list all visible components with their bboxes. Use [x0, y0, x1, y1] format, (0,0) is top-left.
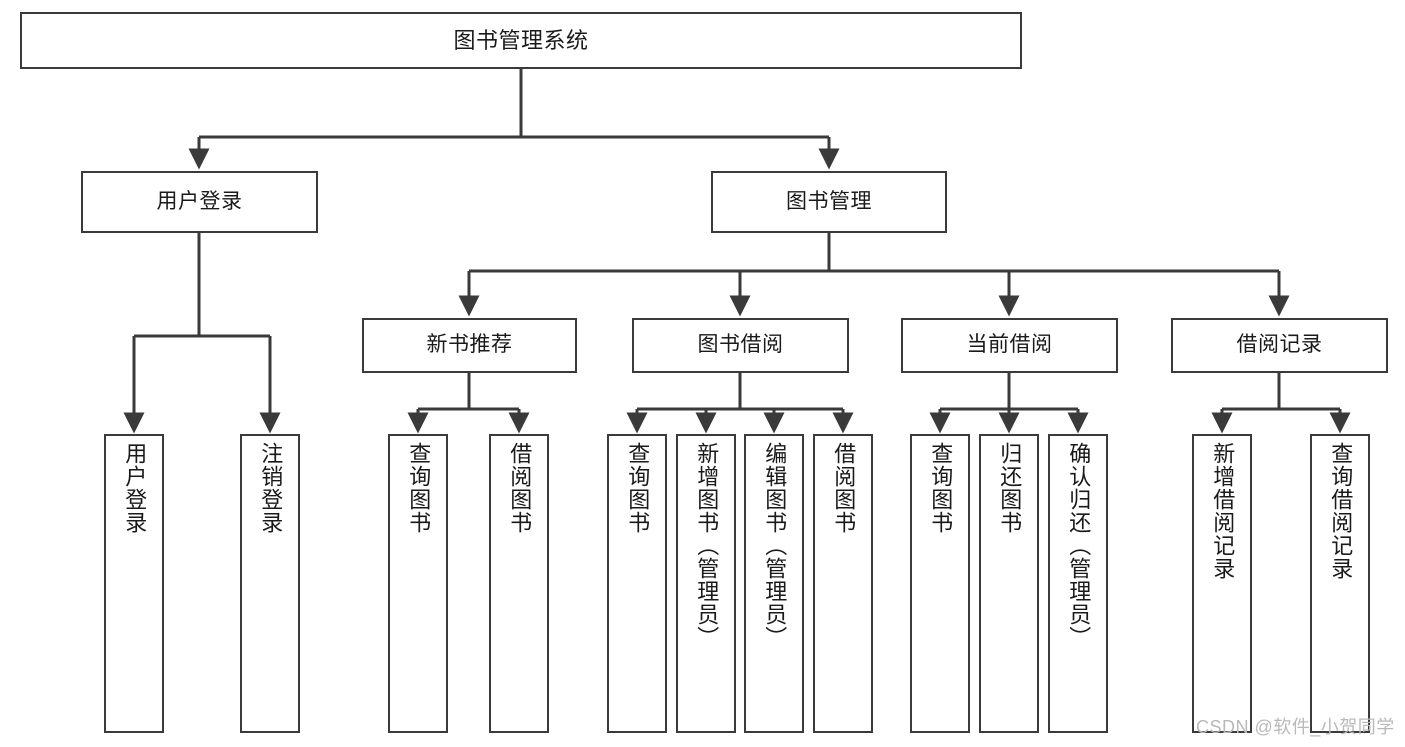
node-leaf-current-borrow-1-label: 归还图书 [997, 442, 1023, 534]
node-leaf-new-book-0-label: 查询图书 [406, 442, 432, 534]
node-current-borrow[interactable]: 当前借阅 [901, 318, 1118, 373]
node-book-management-label: 图书管理 [786, 189, 872, 213]
node-leaf-user-login-0-label: 用户登录 [122, 442, 148, 534]
node-leaf-book-borrow-0-label: 查询图书 [625, 442, 651, 534]
node-leaf-new-book-1[interactable]: 借阅图书 [489, 434, 549, 733]
node-book-borrow-label: 图书借阅 [697, 333, 784, 357]
node-leaf-user-login-0[interactable]: 用户登录 [104, 434, 164, 733]
node-leaf-user-login-1-label: 注销登录 [258, 442, 284, 534]
node-leaf-book-borrow-1[interactable]: 新增图书（管理员） [676, 434, 736, 733]
node-root-system-label: 图书管理系统 [453, 27, 589, 53]
node-leaf-book-borrow-3-label: 借阅图书 [831, 442, 857, 534]
node-book-borrow[interactable]: 图书借阅 [632, 318, 849, 373]
node-borrow-record[interactable]: 借阅记录 [1171, 318, 1388, 373]
node-leaf-borrow-record-0-label: 新增借阅记录 [1210, 442, 1236, 580]
node-leaf-borrow-record-0[interactable]: 新增借阅记录 [1192, 434, 1252, 733]
node-leaf-book-borrow-1-label: 新增图书（管理员） [694, 442, 720, 649]
node-leaf-book-borrow-2[interactable]: 编辑图书（管理员） [744, 434, 804, 733]
node-new-book-recommend[interactable]: 新书推荐 [362, 318, 577, 373]
node-root-system[interactable]: 图书管理系统 [20, 12, 1022, 69]
node-leaf-current-borrow-2[interactable]: 确认归还（管理员） [1048, 434, 1108, 733]
node-leaf-current-borrow-1[interactable]: 归还图书 [979, 434, 1039, 733]
node-leaf-current-borrow-0-label: 查询图书 [928, 442, 954, 534]
node-leaf-current-borrow-2-label: 确认归还（管理员） [1066, 442, 1092, 649]
node-borrow-record-label: 借阅记录 [1236, 333, 1323, 357]
node-leaf-new-book-0[interactable]: 查询图书 [388, 434, 448, 733]
node-leaf-borrow-record-1[interactable]: 查询借阅记录 [1310, 434, 1370, 733]
node-leaf-book-borrow-0[interactable]: 查询图书 [607, 434, 667, 733]
node-leaf-borrow-record-1-label: 查询借阅记录 [1328, 442, 1354, 580]
node-leaf-book-borrow-2-label: 编辑图书（管理员） [762, 442, 788, 649]
node-leaf-book-borrow-3[interactable]: 借阅图书 [813, 434, 873, 733]
node-leaf-user-login-1[interactable]: 注销登录 [240, 434, 300, 733]
node-user-login-label: 用户登录 [156, 189, 243, 213]
node-leaf-new-book-1-label: 借阅图书 [507, 442, 533, 534]
node-book-management[interactable]: 图书管理 [711, 171, 947, 233]
node-current-borrow-label: 当前借阅 [966, 333, 1053, 357]
node-user-login[interactable]: 用户登录 [81, 171, 318, 233]
node-leaf-current-borrow-0[interactable]: 查询图书 [910, 434, 970, 733]
watermark-text: CSDN @软件_小贺同学 [1196, 717, 1395, 737]
node-new-book-recommend-label: 新书推荐 [426, 333, 513, 357]
